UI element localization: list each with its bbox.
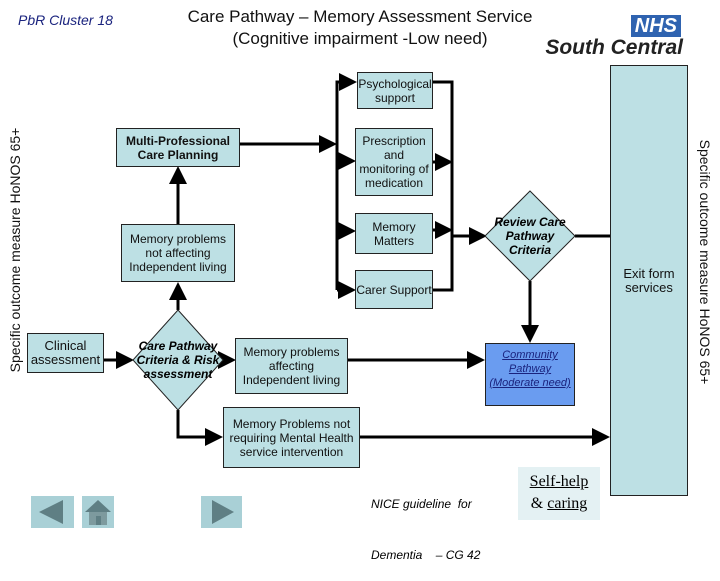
criteria-risk-label[interactable]: Care Pathway Criteria & Risk assessment: [136, 339, 220, 381]
node-not-affecting[interactable]: Memory problems not affecting Independen…: [121, 224, 235, 282]
review-label[interactable]: Review Care Pathway Criteria: [494, 215, 566, 257]
previous-button[interactable]: [31, 496, 74, 528]
caring-link[interactable]: caring: [547, 495, 588, 512]
node-not-requiring[interactable]: Memory Problems not requiring Mental Hea…: [223, 407, 360, 468]
node-affecting[interactable]: Memory problems affecting Independent li…: [235, 338, 348, 394]
title-line-2: (Cognitive impairment -Low need): [232, 29, 488, 48]
connectors: [104, 73, 610, 446]
self-help-box[interactable]: Self-help & caring: [518, 467, 600, 520]
node-carer-support[interactable]: Carer Support: [355, 270, 433, 309]
community-link[interactable]: Community Pathway (Moderate need): [489, 349, 571, 389]
home-button[interactable]: [82, 496, 114, 528]
logo-nhs: NHS: [630, 15, 681, 37]
title-line-1: Care Pathway – Memory Assessment Service: [187, 7, 533, 26]
node-psychological-support[interactable]: Psychological support: [357, 72, 433, 109]
node-community-pathway[interactable]: Community Pathway (Moderate need): [485, 343, 575, 406]
page-title: Care Pathway – Memory Assessment Service…: [160, 6, 560, 50]
next-icon: [212, 500, 234, 524]
nice-line-2: Dementia – CG 42: [371, 548, 481, 562]
node-prescription[interactable]: Prescription and monitoring of medicatio…: [355, 128, 433, 196]
node-clinical-assessment[interactable]: Clinical assessment: [27, 333, 104, 373]
right-outcome-label: Specific outcome measure HoNOS 65+: [697, 139, 713, 385]
review-diamond: [484, 190, 576, 282]
node-exit-services[interactable]: Exit form services: [610, 65, 688, 496]
node-multi-professional[interactable]: Multi-Professional Care Planning: [116, 128, 240, 167]
node-memory-matters[interactable]: Memory Matters: [355, 213, 433, 254]
nice-line-1: NICE guideline for: [371, 497, 472, 511]
logo-region: South Central: [545, 36, 683, 59]
home-icon: [85, 500, 111, 525]
nice-guideline: NICE guideline for Dementia – CG 42: [371, 462, 480, 581]
next-button[interactable]: [201, 496, 242, 528]
nhs-logo: NHS South Central: [537, 15, 687, 60]
cluster-label: PbR Cluster 18: [18, 12, 113, 28]
self-help-prefix: &: [530, 495, 548, 512]
left-outcome-label: Specific outcome measure HoNOS 65+: [7, 127, 23, 373]
criteria-risk-diamond: [132, 309, 224, 411]
previous-icon: [39, 500, 63, 524]
self-help-link[interactable]: Self-help: [529, 473, 589, 490]
